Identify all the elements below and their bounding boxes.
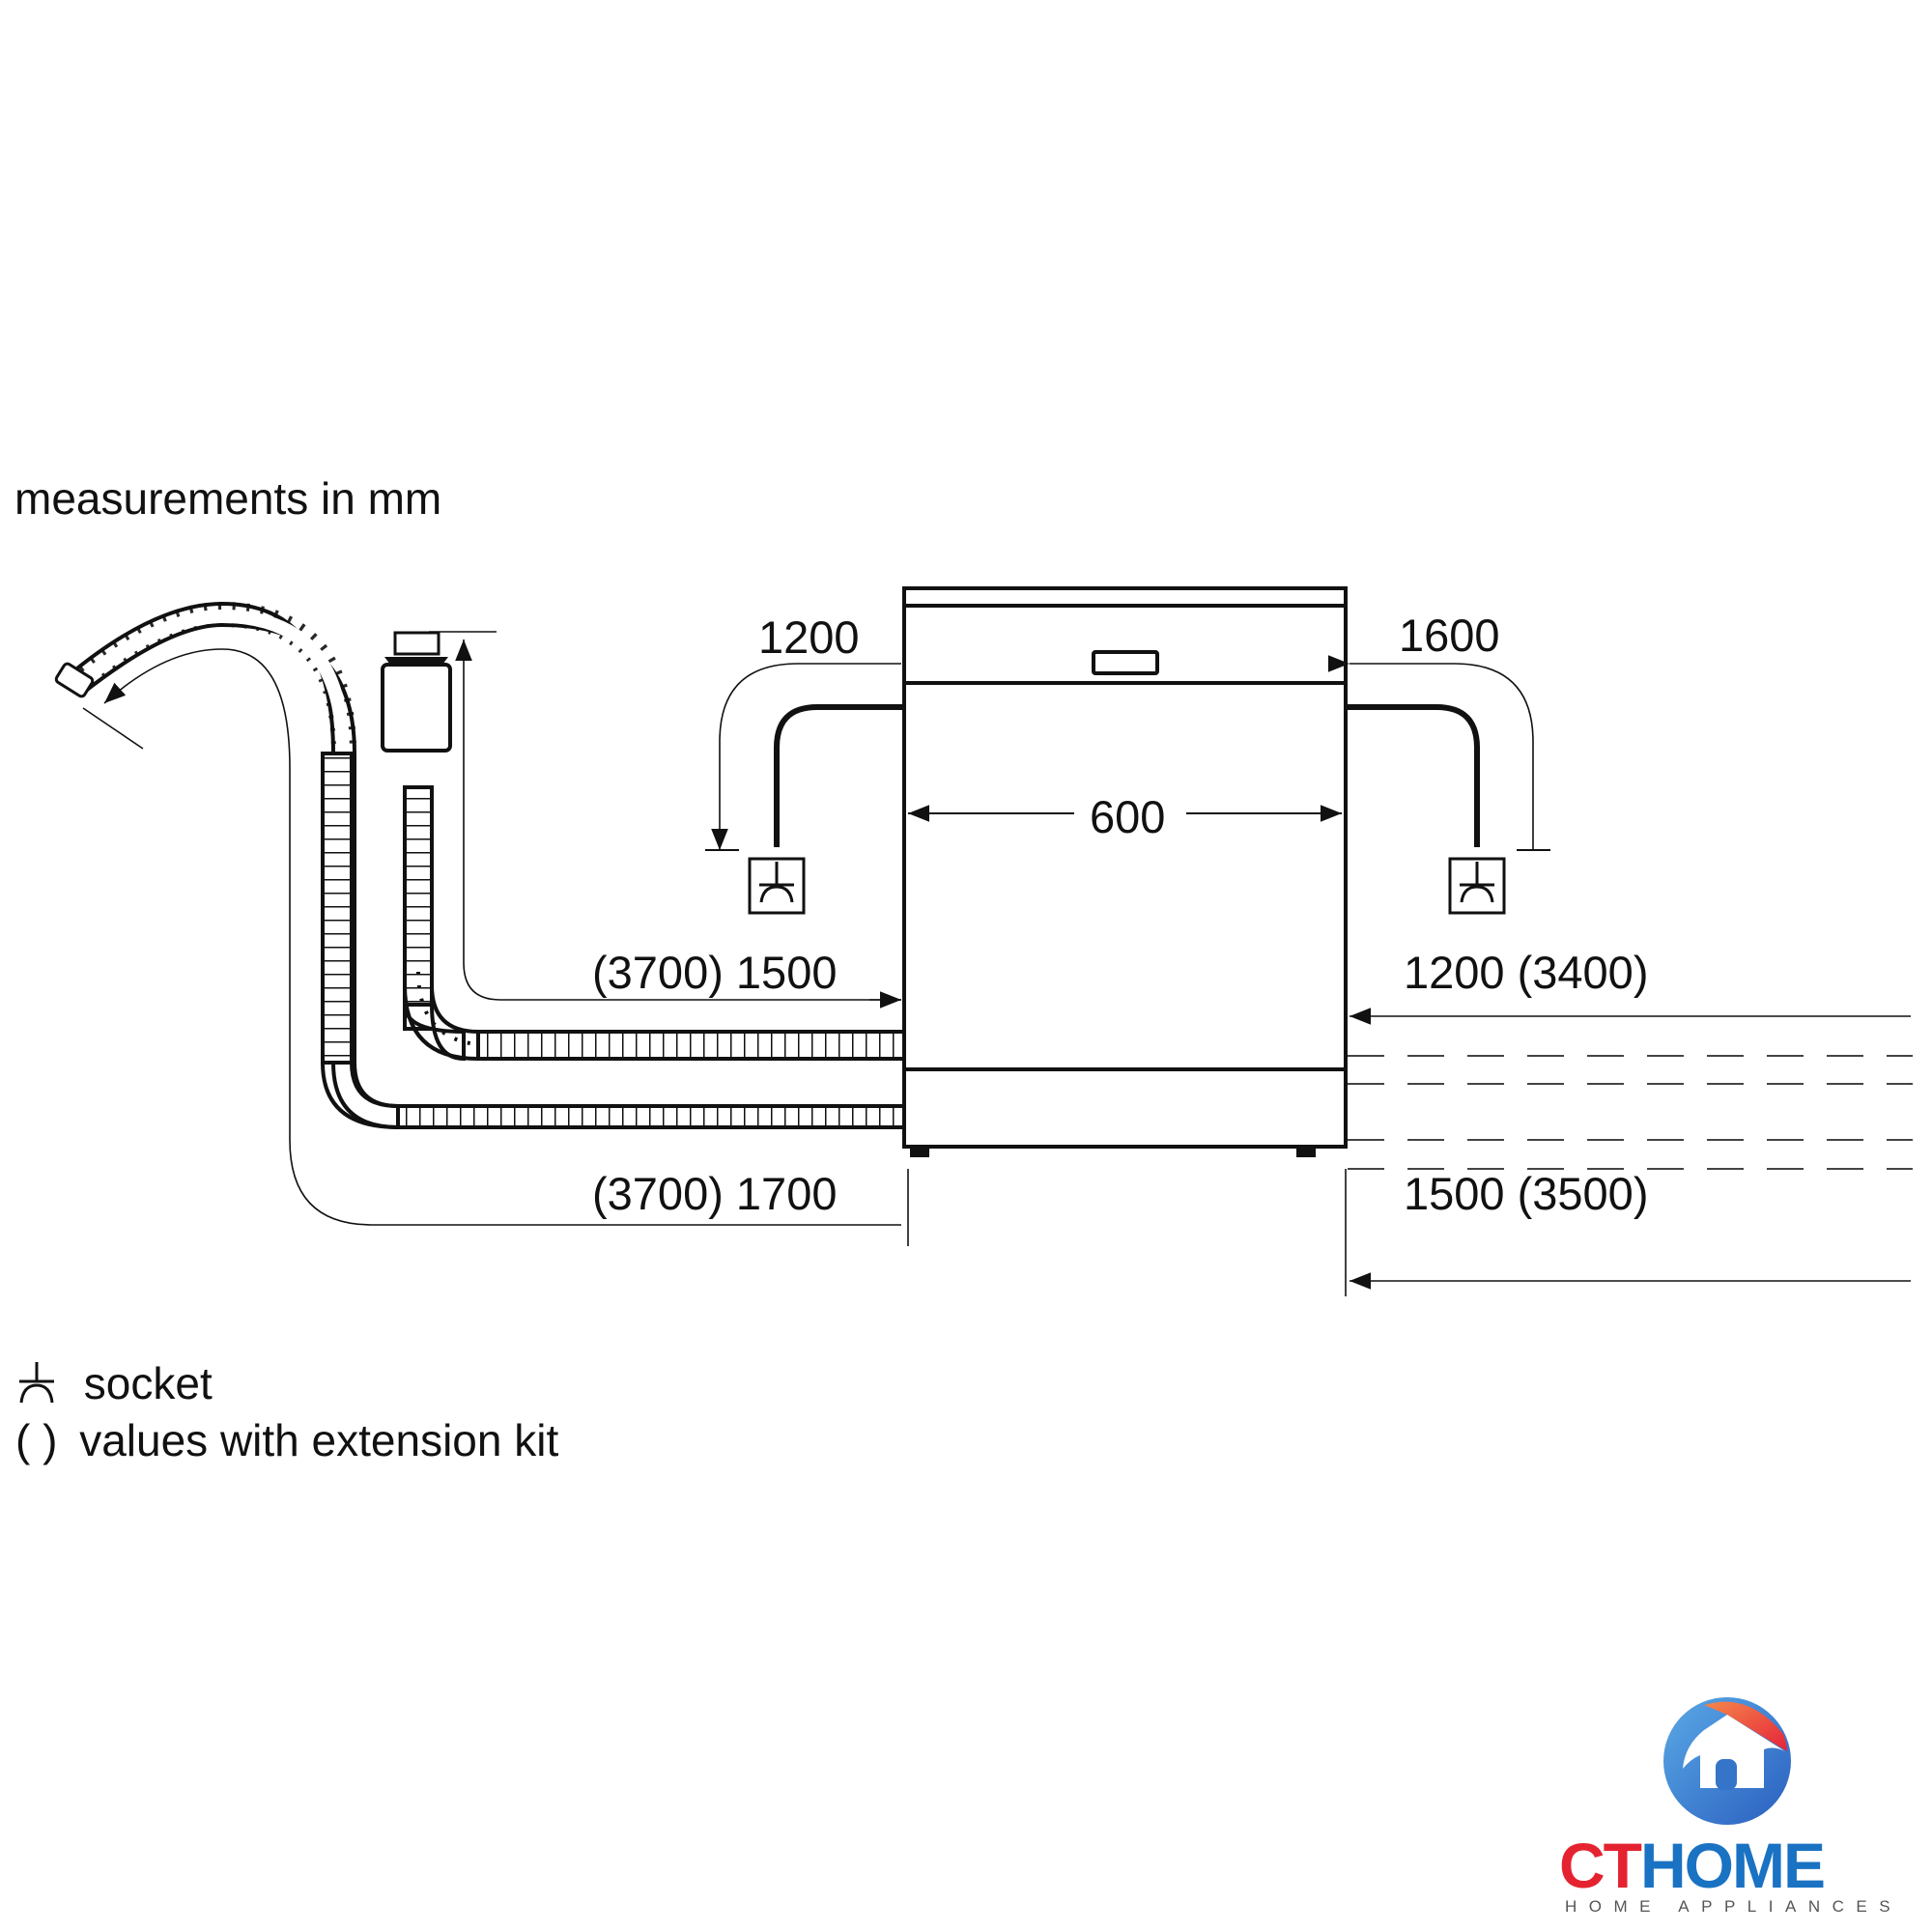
- brand-ct: CT: [1559, 1830, 1642, 1901]
- right-upper-hose-dimension: 1200 (3400): [1404, 947, 1649, 998]
- brand-name: CTHOME: [1559, 1833, 1826, 1897]
- lower-hose-dimension: [82, 648, 909, 1246]
- brand-tagline: HOME APPLIANCES: [1565, 1897, 1903, 1916]
- socket-icon: [1448, 857, 1506, 915]
- inlet-hose: [54, 601, 906, 1130]
- legend-extension-label: values with extension kit: [79, 1415, 559, 1465]
- socket-icon: [748, 857, 806, 915]
- control-display: [1092, 650, 1159, 675]
- hose-connector: [54, 662, 95, 698]
- drain-hose: [381, 631, 906, 1062]
- right-power-dimension: 1600: [1399, 610, 1500, 661]
- dishwasher-body: [902, 586, 1348, 1149]
- legend-socket-label: socket: [83, 1358, 213, 1408]
- right-hose-dimensions: [1345, 1008, 1911, 1296]
- dishwasher-feet: [910, 1147, 1316, 1157]
- legend-socket: socket: [15, 1360, 213, 1406]
- cthome-logo-icon: [1663, 1697, 1791, 1825]
- left-lower-hose-dimension: (3700) 1700: [592, 1168, 838, 1219]
- brand-home: HOME: [1639, 1830, 1826, 1901]
- left-power-dimension: 1200: [758, 611, 860, 663]
- left-power-cord: [705, 663, 904, 851]
- upper-hose-dimension: [429, 631, 901, 1009]
- left-upper-hose-dimension: (3700) 1500: [592, 947, 838, 998]
- aquastop-box: [381, 663, 452, 753]
- right-power-cord: [1328, 655, 1550, 851]
- socket-icon: [19, 1362, 54, 1404]
- right-lower-hose-dimension: 1500 (3500): [1404, 1168, 1649, 1219]
- width-dimension-label: 600: [1090, 791, 1166, 842]
- right-hoses-dashed: [1348, 1055, 1913, 1170]
- legend-extension: ( ) values with extension kit: [15, 1418, 558, 1463]
- legend-parens-symbol: ( ): [15, 1415, 58, 1465]
- measurements-title: measurements in mm: [14, 473, 442, 524]
